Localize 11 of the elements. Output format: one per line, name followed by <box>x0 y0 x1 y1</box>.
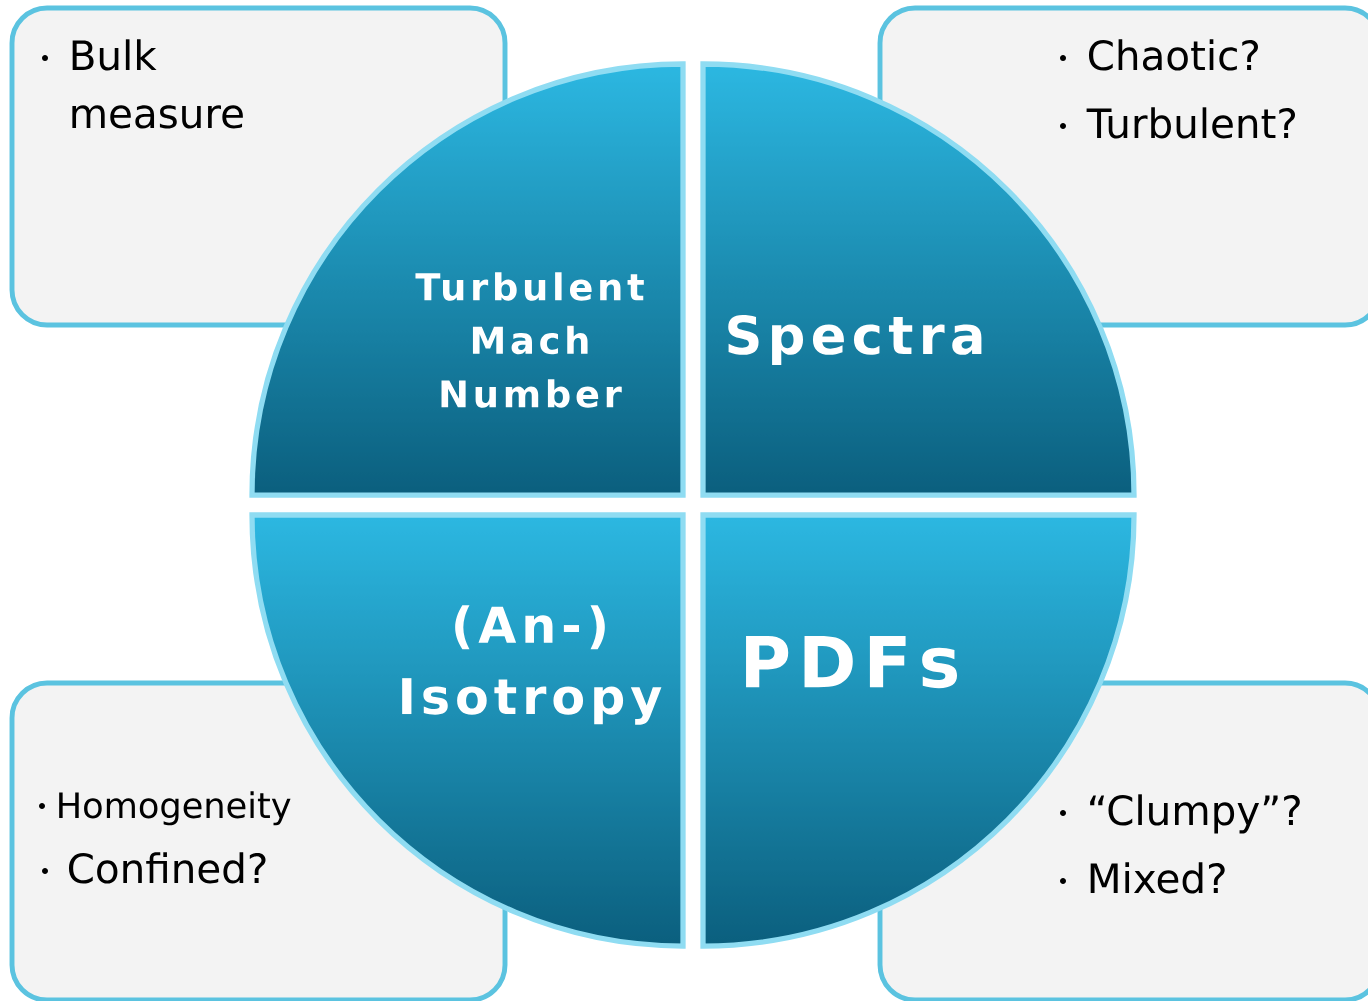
bullet-text: Confined? <box>68 852 266 884</box>
quadrant-label: Spectra <box>728 314 982 366</box>
quadrant-label: (An-) Isotropy <box>402 605 662 725</box>
quadrant-label: Turbulent Mach Number <box>415 272 644 408</box>
bullet-text: Homogeneity <box>59 791 291 826</box>
bullet-text: Bulk measure <box>72 39 243 129</box>
bullet-text: “Clumpy”? <box>1090 794 1300 834</box>
bullet-text: Chaotic? <box>1088 39 1258 71</box>
bullet-text: Mixed? <box>1090 862 1225 894</box>
quadrant-label: PDFs <box>746 635 958 689</box>
bullet-text: Turbulent? <box>1086 107 1295 139</box>
